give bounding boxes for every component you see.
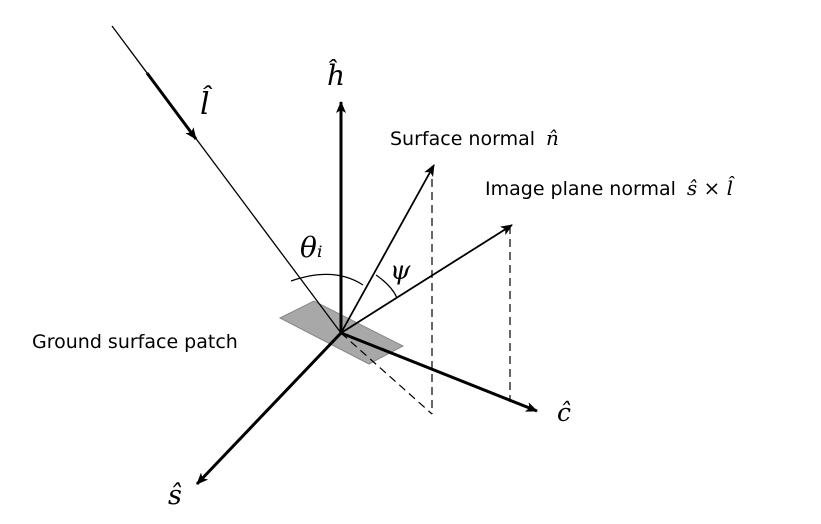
incident-light-ray [111, 25, 342, 334]
image-plane-normal-vector [340, 224, 513, 334]
psi-label: ψ [390, 256, 411, 286]
surface-normal-ground-projection [340, 332, 433, 415]
light-direction-arrow [145, 72, 198, 140]
surface-normal-label: Surface normal n̂ [390, 126, 559, 150]
l-hat-label: l̂ [200, 85, 212, 122]
psi-angle-arc [375, 274, 398, 299]
c-hat-label: ĉ [557, 398, 571, 427]
h-hat-label: ĥ [327, 59, 345, 92]
ground-surface-patch-label: Ground surface patch [32, 331, 238, 353]
image-plane-normal-label: Image plane normal ŝ × l̂ [485, 176, 736, 200]
theta-i-angle-arc [290, 273, 364, 286]
s-hat-vector [195, 331, 343, 486]
c-hat-vector [340, 331, 538, 413]
theta-i-label: θᵢ [300, 231, 323, 264]
s-hat-label: ŝ [168, 480, 182, 511]
surface-normal-vector [340, 164, 435, 334]
